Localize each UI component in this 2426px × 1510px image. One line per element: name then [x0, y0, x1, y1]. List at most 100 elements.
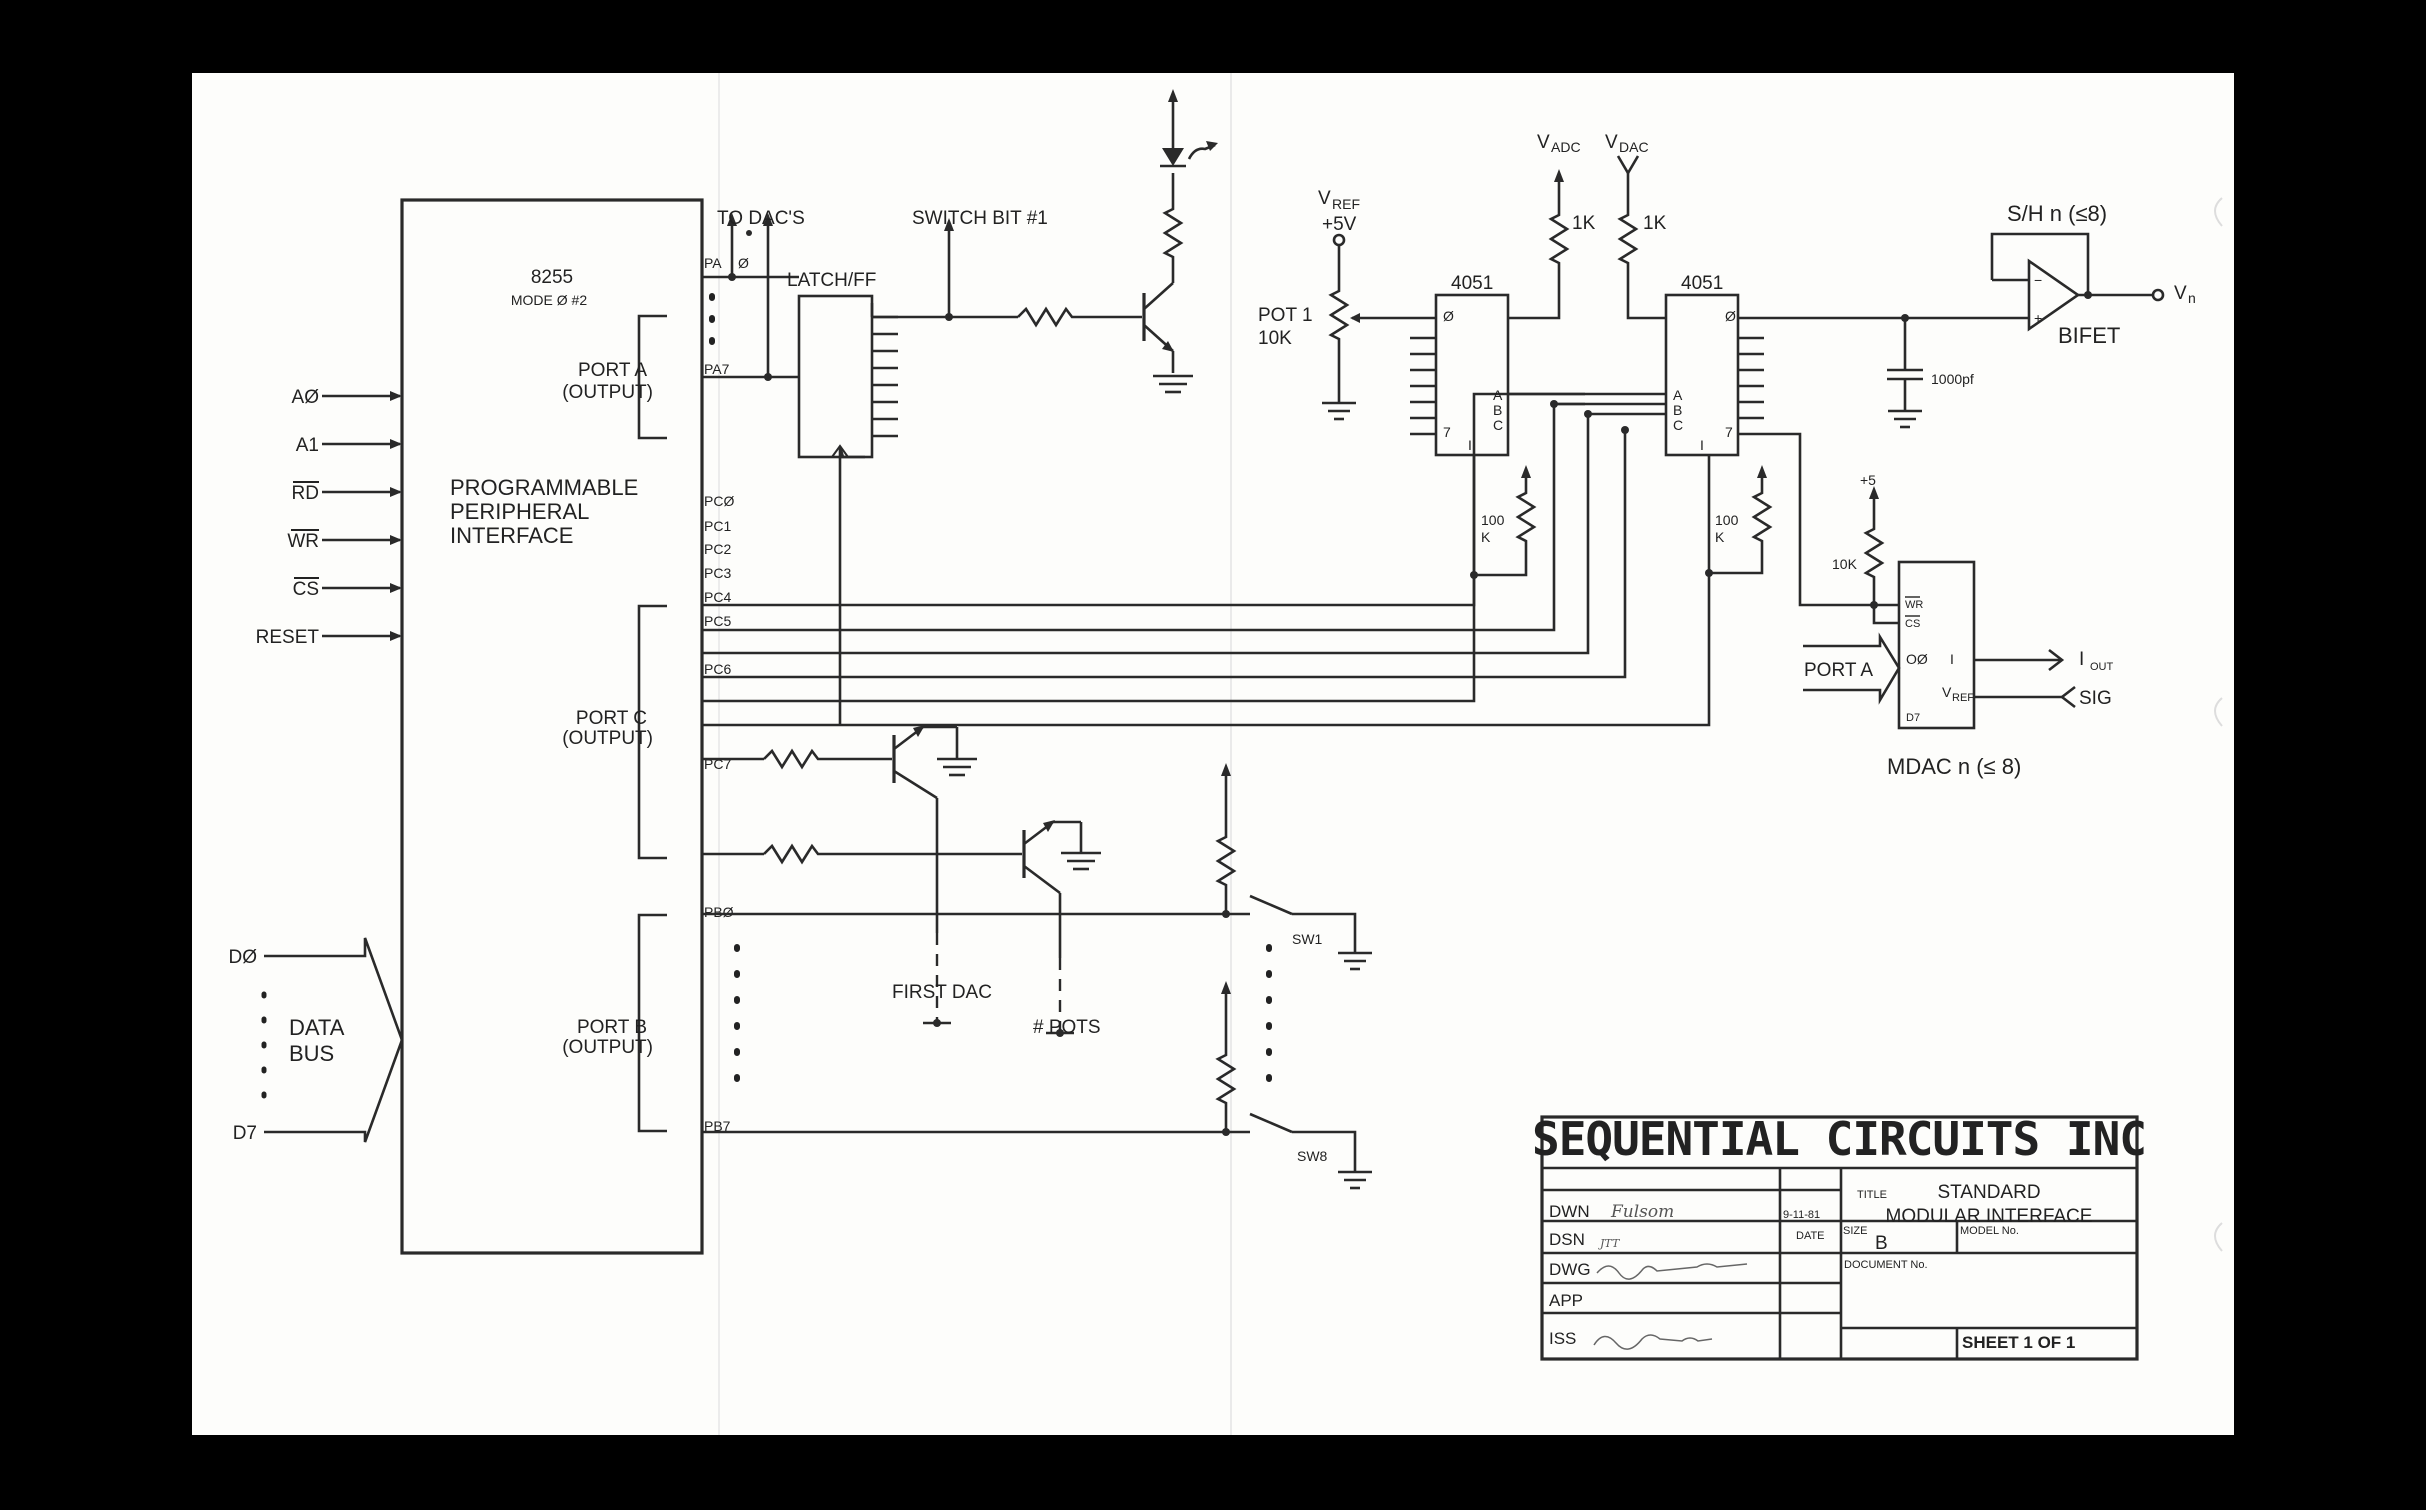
pin-pa7: PA7: [704, 361, 730, 377]
pot-vref: V REF +5V POT 1 10K: [1258, 188, 1436, 421]
port-c-label-2: (OUTPUT): [562, 728, 653, 749]
label-vdac-sub: DAC: [1619, 139, 1649, 155]
title-line-1: STANDARD: [1937, 1182, 2040, 1203]
mux2-inh: I: [1700, 437, 1704, 453]
label-sw1: SW1: [1292, 931, 1323, 947]
label-r10k: 10K: [1832, 556, 1858, 572]
signal-a0: AØ: [292, 387, 320, 408]
data-bus-d7: D7: [233, 1123, 257, 1144]
label-pot: POT 1: [1258, 305, 1313, 326]
r-1k-a: 1K: [1572, 213, 1596, 234]
mux1-b: B: [1493, 402, 1502, 418]
r-100k-a-k: K: [1481, 529, 1491, 545]
signal-rd: RD: [292, 483, 319, 504]
port-c-lines: PCØ PC1 PC2 PC3 PC4 PC5 PC6 PC7: [702, 392, 1711, 1038]
label-to-dacs: TO DAC'S: [717, 208, 805, 229]
mux1-in7: 7: [1443, 424, 1451, 440]
label-cap: 1000pf: [1931, 371, 1974, 387]
pin-pc4: PC4: [704, 589, 731, 605]
signal-cs: CS: [293, 579, 319, 600]
label-latch: LATCH/FF: [787, 270, 876, 291]
mux1-part: 4051: [1451, 273, 1493, 294]
label-port-a-in: PORT A: [1804, 660, 1873, 681]
date-label: DATE: [1796, 1230, 1825, 1242]
mux1-c: C: [1493, 417, 1503, 433]
mux1-in0: Ø: [1443, 308, 1454, 324]
port-b-label-1: PORT B: [577, 1017, 647, 1038]
mdac-o: OØ: [1906, 651, 1928, 667]
mdac-wr: WR: [1905, 599, 1923, 611]
mdac-cs: CS: [1905, 618, 1920, 630]
mux2-b: B: [1673, 402, 1682, 418]
ic-8255-name-1: PROGRAMMABLE: [450, 475, 638, 500]
label-vref-sub: REF: [1332, 196, 1360, 212]
label-plus5: +5: [1860, 472, 1876, 488]
title-line-2: MODULAR INTERFACE: [1886, 1206, 2093, 1227]
svg-text:−: −: [2034, 272, 2042, 288]
mdac-i: I: [1950, 651, 1954, 667]
port-a-label-2: (OUTPUT): [562, 382, 653, 403]
row-app: APP: [1549, 1291, 1583, 1310]
size-label: SIZE: [1843, 1225, 1867, 1237]
row-iss: ISS: [1549, 1329, 1576, 1348]
sample-hold: 1000pf − + V n S/H n (≤8) BIFET: [1738, 201, 2196, 429]
row-dwg: DWG: [1549, 1260, 1591, 1279]
signal-a1: A1: [296, 435, 319, 456]
signal-reset: RESET: [256, 627, 320, 648]
port-a-label-1: PORT A: [578, 360, 647, 381]
label-pots: # POTS: [1033, 1017, 1101, 1038]
port-b-switches: PBØ PB7 SW1 SW8: [702, 763, 1372, 1190]
size-value: B: [1875, 1233, 1888, 1254]
title-label: TITLE: [1857, 1189, 1887, 1201]
data-bus-label-2: BUS: [289, 1041, 334, 1066]
label-vref: V: [1318, 188, 1331, 209]
document-label: DOCUMENT No.: [1844, 1259, 1928, 1271]
date-value: 9-11-81: [1783, 1209, 1820, 1221]
ic-8255-name-2: PERIPHERAL: [450, 499, 589, 524]
dwn-signature: Fulsom: [1610, 1202, 1674, 1222]
label-bifet: BIFET: [2058, 323, 2120, 348]
data-bus: DØ D7 DATA BUS: [229, 937, 404, 1144]
label-vref-val: +5V: [1322, 214, 1357, 235]
title-block: SEQUENTIAL CIRCUITS INC TITLE STANDARD M…: [1532, 1112, 2147, 1361]
sheet-number: SHEET 1 OF 1: [1962, 1333, 2075, 1352]
label-first-dac: FIRST DAC: [892, 982, 992, 1003]
ic-8255-part: 8255: [531, 267, 573, 288]
switch-bit-driver: SWITCH BIT #1: [870, 89, 1218, 394]
port-c-label-1: PORT C: [576, 708, 647, 729]
label-iout: I: [2079, 649, 2084, 670]
pin-pc0: PCØ: [704, 493, 734, 509]
port-a-latch: PA Ø PA7 TO DAC'S LATCH/FF: [702, 208, 898, 725]
label-iout-sub: OUT: [2090, 661, 2114, 673]
mux1-inh: I: [1468, 437, 1472, 453]
r-100k-b-k: K: [1715, 529, 1725, 545]
label-switch-bit: SWITCH BIT #1: [912, 208, 1048, 229]
svg-text:+: +: [2034, 310, 2042, 326]
data-bus-label-1: DATA: [289, 1015, 345, 1040]
label-vadc-sub: ADC: [1551, 139, 1581, 155]
mdac-d7: D7: [1906, 712, 1920, 724]
r-100k-b: 100: [1715, 512, 1739, 528]
label-vn-sub: n: [2188, 290, 2196, 306]
ic-8255-name-3: INTERFACE: [450, 523, 573, 548]
r-1k-b: 1K: [1643, 213, 1667, 234]
pin-pc3: PC3: [704, 565, 731, 581]
pin-pb7: PB7: [704, 1118, 731, 1134]
row-dwn: DWN: [1549, 1202, 1590, 1221]
mux2-out0: Ø: [1725, 308, 1736, 324]
label-mdac: MDAC n (≤ 8): [1887, 754, 2021, 779]
schematic-drawing: 8255 MODE Ø #2 PROGRAMMABLE PERIPHERAL I…: [229, 73, 2223, 1435]
mdac-vref: V: [1942, 684, 1952, 700]
pin-pb0: PBØ: [704, 904, 734, 920]
mux-4051-1: 4051 Ø 7 A B C I 1K V ADC 100 K: [1410, 132, 1596, 581]
ic-8255: 8255 MODE Ø #2 PROGRAMMABLE PERIPHERAL I…: [400, 198, 704, 1255]
mux2-a: A: [1673, 387, 1683, 403]
pin-pc1: PC1: [704, 518, 731, 534]
mux-4051-2: 4051 Ø 7 A B C I 1K V DAC 100 K: [1605, 132, 1874, 607]
mux2-out7: 7: [1725, 424, 1733, 440]
data-bus-d0: DØ: [229, 947, 258, 968]
label-vn: V: [2174, 283, 2187, 304]
label-sh: S/H n (≤8): [2007, 201, 2107, 226]
mux2-part: 4051: [1681, 273, 1723, 294]
mux1-a: A: [1493, 387, 1503, 403]
